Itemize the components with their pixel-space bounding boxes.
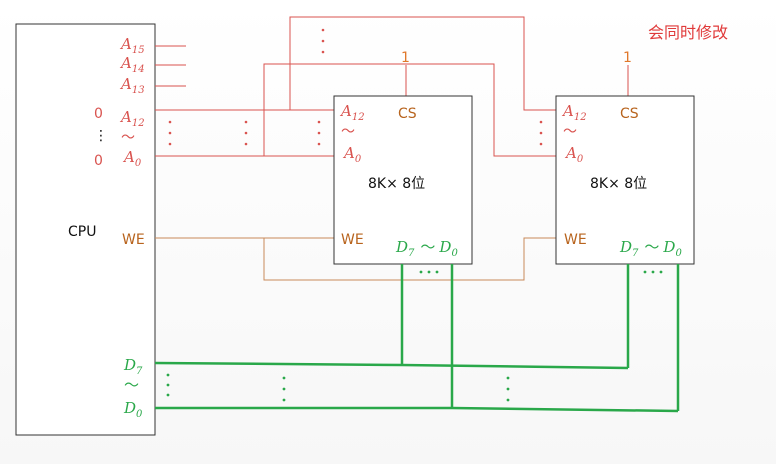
data-ellipsis (166, 270, 663, 402)
cpu-pin-a0: A0 (122, 148, 142, 169)
chip1-pin-data: D7～D0 (395, 238, 458, 259)
chip1-pin-we: WE (341, 232, 364, 248)
cpu-pin-a13: A13 (119, 75, 145, 96)
chip2-size-label: 8K× 8位 (590, 176, 647, 192)
address-bus (155, 16, 629, 157)
cpu-pin-we: WE (122, 232, 145, 248)
cpu-pin-d0: D0 (123, 399, 143, 420)
note-text: 会同时修改 (648, 23, 728, 42)
we-line (155, 237, 556, 281)
chip2-pin-data: D7～D0 (619, 238, 682, 259)
chip1-addr-tilde: ～ (341, 124, 355, 140)
chip2-pin-a12: A12 (561, 102, 587, 123)
cpu-zero-vdots: ⋮ (94, 128, 108, 144)
cpu-addr-tilde: ～ (121, 130, 135, 146)
cpu-pin-a12: A12 (119, 108, 145, 129)
cpu-pin-a15: A15 (119, 35, 145, 56)
data-bus (154, 264, 680, 413)
chip2-block (555, 95, 695, 265)
chip1-pin-cs: CS (398, 106, 417, 122)
chip2-cs-value: 1 (623, 50, 632, 66)
cpu-data-tilde: ～ (124, 376, 139, 394)
chip1-pin-a12: A12 (339, 102, 365, 123)
chip2-pin-we: WE (564, 232, 587, 248)
cpu-zero-top: 0 (94, 106, 103, 122)
chip1-size-label: 8K× 8位 (368, 176, 425, 192)
cpu-pin-d7: D7 (123, 356, 143, 377)
chip1-block (333, 95, 473, 265)
cpu-label: CPU (68, 224, 96, 240)
chip1-cs-value: 1 (401, 50, 410, 66)
cpu-block (15, 23, 156, 436)
cpu-zero-bottom: 0 (94, 153, 103, 169)
chip1-pin-a0: A0 (342, 144, 362, 165)
cpu-pin-a14: A14 (119, 54, 145, 75)
address-ellipsis (168, 28, 543, 146)
chip2-pin-a0: A0 (564, 144, 584, 165)
chip2-addr-tilde: ～ (563, 124, 577, 140)
chip2-pin-cs: CS (620, 106, 639, 122)
